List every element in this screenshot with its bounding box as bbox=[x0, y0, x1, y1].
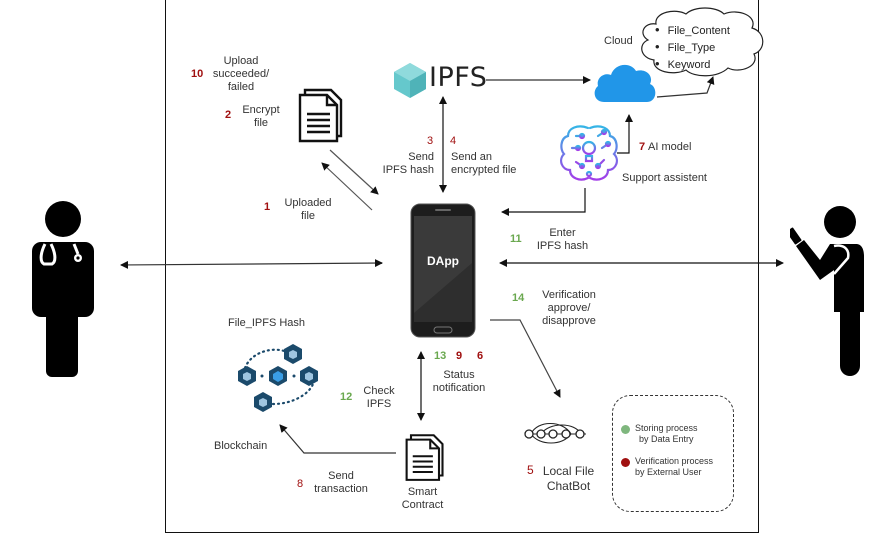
metadata-item: Keyword bbox=[655, 56, 730, 73]
step-11-number: 11 bbox=[510, 233, 522, 245]
arrow-doctor-dapp bbox=[120, 259, 383, 269]
step-11-label: Enter IPFS hash bbox=[530, 227, 595, 253]
ai-model-label: AI model bbox=[648, 141, 692, 153]
smart-contract-icon bbox=[405, 434, 444, 481]
label-line: disapprove bbox=[542, 315, 596, 327]
cloud-label: Cloud bbox=[604, 35, 633, 47]
label-line: Send bbox=[328, 470, 354, 482]
label-line: Verification bbox=[542, 289, 596, 301]
legend-text: Storing process bbox=[635, 423, 698, 433]
step-13-number: 13 bbox=[434, 350, 447, 362]
step-9-number: 9 bbox=[456, 350, 463, 362]
label-line: Send bbox=[408, 151, 434, 163]
cloud-icon bbox=[594, 64, 656, 102]
arrow-contract-to-blockchain bbox=[279, 424, 396, 454]
label-line: Local File bbox=[542, 464, 595, 478]
legend-box: Storing process by Data Entry Verificati… bbox=[612, 395, 734, 512]
label-line: IPFS hash bbox=[382, 164, 434, 176]
arrow-dapp-to-chatbot bbox=[490, 319, 561, 398]
chatbot-label: Local File ChatBot bbox=[536, 464, 601, 494]
step-3-number: 3 bbox=[427, 135, 434, 147]
label-line: Uploaded bbox=[284, 197, 332, 209]
step-6-number: 6 bbox=[477, 350, 484, 362]
label-line: notification bbox=[432, 382, 486, 394]
arrow-dapp-to-encrypt bbox=[329, 149, 379, 195]
step-1-number: 1 bbox=[264, 201, 271, 213]
legend-dot-green bbox=[621, 425, 630, 434]
step-4-label: Send an encrypted file bbox=[451, 151, 516, 177]
arrow-ai-to-cloud bbox=[617, 114, 633, 154]
step-14-label: Verification approve/ disapprove bbox=[534, 289, 604, 328]
step-1-label: Uploaded file bbox=[278, 197, 338, 223]
label-line: IPFS hash bbox=[536, 240, 589, 252]
ipfs-label: IPFS bbox=[429, 62, 488, 93]
step-2-number: 2 bbox=[225, 109, 232, 121]
step-8-label: Send transaction bbox=[306, 470, 376, 496]
step-8-number: 8 bbox=[297, 478, 304, 490]
step-7-number: 7 bbox=[639, 141, 646, 153]
label-line: IPFS bbox=[366, 398, 392, 410]
step-12-number: 12 bbox=[340, 391, 353, 403]
step-3-label: Send IPFS hash bbox=[372, 151, 434, 177]
blockchain-title: File_IPFS Hash bbox=[228, 317, 306, 329]
step-5-number: 5 bbox=[527, 463, 534, 477]
step-10-label: Upload succeeded/ failed bbox=[206, 55, 276, 94]
blockchain-cubes-icon bbox=[238, 344, 318, 412]
label-line: ChatBot bbox=[546, 479, 591, 493]
blockchain-label: Blockchain bbox=[214, 440, 268, 452]
label-line: Upload bbox=[223, 55, 259, 67]
arrow-ai-to-dapp bbox=[501, 188, 586, 216]
legend-text: Verification process bbox=[635, 456, 714, 466]
label-line: Encrypt bbox=[242, 104, 280, 116]
legend-text: by Data Entry bbox=[639, 434, 694, 444]
metadata-item: File_Content bbox=[655, 22, 730, 39]
step-4-number: 4 bbox=[450, 135, 457, 147]
arrow-cloud-to-metadata bbox=[656, 76, 715, 98]
node-graph-icon bbox=[524, 422, 586, 444]
label-line: file bbox=[253, 117, 269, 129]
label-line: encrypted file bbox=[451, 164, 517, 176]
legend-dot-red bbox=[621, 458, 630, 467]
metadata-item: File_Type bbox=[655, 39, 730, 56]
label-line: failed bbox=[227, 81, 255, 93]
label-line: Enter bbox=[549, 227, 576, 239]
label-line: Send an bbox=[451, 151, 492, 163]
smart-contract-label: Smart Contract bbox=[395, 486, 450, 512]
doctor-icon bbox=[32, 201, 94, 377]
step-10-number: 10 bbox=[191, 68, 204, 80]
document-icon bbox=[298, 88, 343, 143]
label-line: Check bbox=[363, 385, 395, 397]
step-14-number: 14 bbox=[512, 292, 525, 304]
person-phone-icon bbox=[790, 206, 864, 376]
support-assistant-label: Support assistent bbox=[622, 172, 707, 184]
label-line: succeeded/ bbox=[212, 68, 270, 80]
legend-text: by External User bbox=[635, 467, 702, 477]
ai-brain-icon bbox=[560, 125, 618, 181]
status-notification-label: Status notification bbox=[426, 369, 492, 395]
smartphone-icon bbox=[410, 203, 476, 338]
label-line: Status bbox=[443, 369, 475, 381]
label-line: Smart bbox=[407, 486, 438, 498]
label-line: file bbox=[300, 210, 316, 222]
arrow-uploaded-to-doc bbox=[321, 162, 373, 211]
step-12-label: Check IPFS bbox=[358, 385, 400, 411]
metadata-list: File_Content File_Type Keyword bbox=[655, 22, 730, 73]
label-line: approve/ bbox=[547, 302, 591, 314]
dapp-label: DApp bbox=[427, 254, 459, 268]
label-line: transaction bbox=[314, 483, 368, 495]
step-2-label: Encrypt file bbox=[236, 104, 286, 130]
label-line: Contract bbox=[401, 499, 444, 511]
ipfs-cube-icon bbox=[394, 63, 426, 98]
